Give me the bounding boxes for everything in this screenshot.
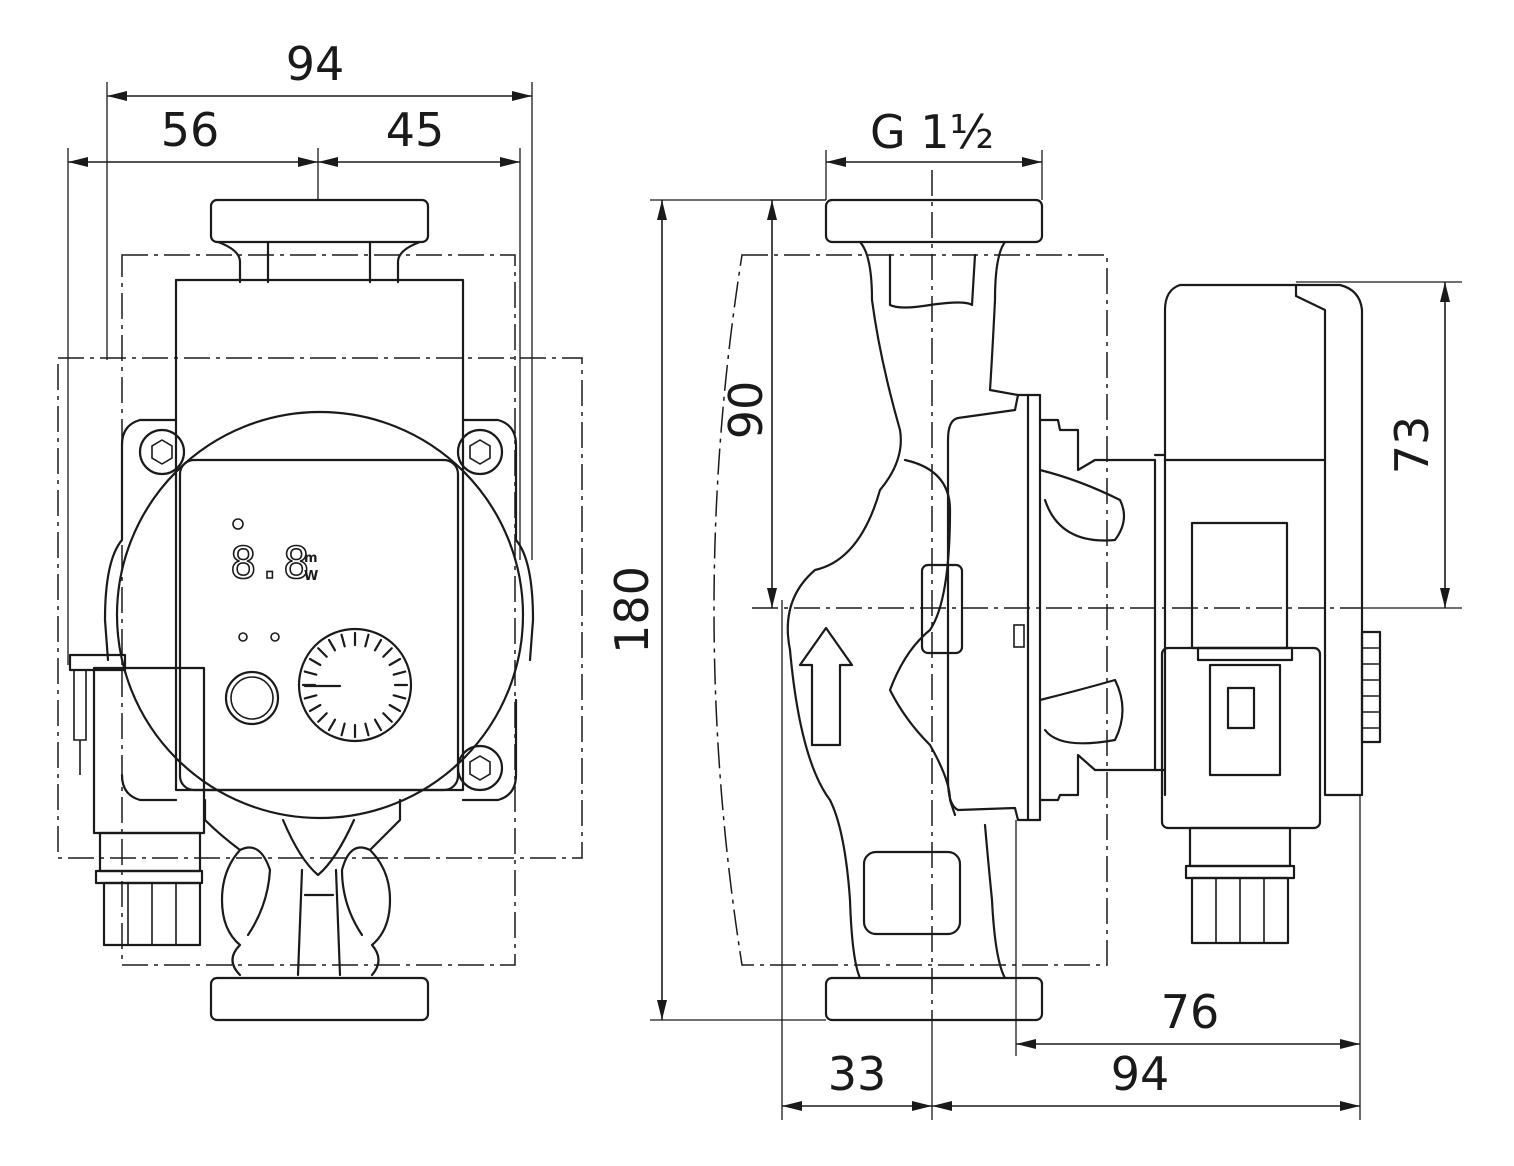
knob-tick — [327, 638, 337, 652]
knob-tick — [373, 718, 383, 732]
knob-tick — [303, 670, 318, 676]
front-view: 8.8 m W — [57, 37, 583, 1022]
side-connector — [1160, 646, 1322, 945]
knob-tick — [327, 718, 337, 732]
knob-tick — [340, 633, 346, 648]
volute-body — [786, 240, 902, 980]
side-knob — [1360, 630, 1382, 744]
dim-flange-to-back: 76 — [1161, 985, 1220, 1039]
bolt-bottom-right — [456, 744, 504, 792]
electronics-module — [1178, 283, 1364, 797]
knob-tick — [317, 712, 328, 723]
side-bottom-flange — [824, 976, 1044, 1022]
side-view: G 1½ 180 90 73 76 94 33 — [605, 105, 1462, 1120]
lower-pump-body — [203, 798, 402, 977]
knob-tick — [388, 657, 402, 667]
side-envelope — [713, 254, 1108, 966]
display-digits: 8.8 — [230, 538, 309, 589]
side-dimension-lines — [650, 150, 1462, 1120]
cable-connector — [68, 653, 206, 947]
knob-tick — [392, 694, 407, 700]
knob-tick — [388, 703, 402, 713]
knob-tick — [364, 633, 370, 648]
knob-tick — [340, 722, 346, 737]
dim-thread: G 1½ — [870, 105, 994, 159]
front-dimension-lines — [67, 82, 533, 665]
pump-housing — [103, 410, 535, 820]
dim-right-part: 45 — [386, 103, 445, 157]
bolt-top-left — [138, 428, 186, 476]
status-led-1 — [238, 632, 248, 642]
motor-block — [174, 278, 465, 792]
dim-module-height: 73 — [1385, 416, 1439, 475]
bolt-top-right — [456, 428, 504, 476]
knob-tick — [317, 647, 328, 658]
status-led-2 — [270, 632, 280, 642]
knob-tick — [303, 694, 318, 700]
motor-housing — [1038, 418, 1157, 802]
dim-overall-width: 94 — [286, 37, 345, 91]
knob-tick — [364, 722, 370, 737]
front-envelope-inner — [121, 254, 516, 966]
dim-axis-to-back: 94 — [1111, 1047, 1170, 1101]
flow-arrow — [798, 626, 854, 747]
push-button — [224, 670, 280, 726]
display-unit-bottom: W — [304, 569, 318, 584]
display-unit-top: m — [304, 551, 318, 566]
knob-tick — [308, 703, 322, 713]
dim-port-to-axis: 90 — [719, 381, 773, 440]
knob-tick — [382, 647, 393, 658]
knob-tick — [373, 638, 383, 652]
side-window — [920, 563, 964, 655]
front-envelope-outer — [57, 357, 583, 859]
bottom-flange — [209, 976, 430, 1022]
dim-front-to-axis: 33 — [828, 1047, 887, 1101]
dim-port-to-port: 180 — [605, 566, 659, 654]
motor-flange — [946, 393, 1042, 822]
knob-tick — [382, 712, 393, 723]
rotary-knob — [297, 627, 413, 743]
top-flange — [209, 198, 430, 284]
control-panel — [178, 458, 460, 792]
module-recess — [1190, 521, 1289, 650]
knob-tick — [392, 670, 407, 676]
side-plate — [862, 850, 962, 936]
side-top-flange — [824, 198, 1044, 244]
led-display: 8.8 m W — [229, 518, 318, 590]
knob-tick — [308, 657, 322, 667]
dim-left-part: 56 — [161, 103, 220, 157]
